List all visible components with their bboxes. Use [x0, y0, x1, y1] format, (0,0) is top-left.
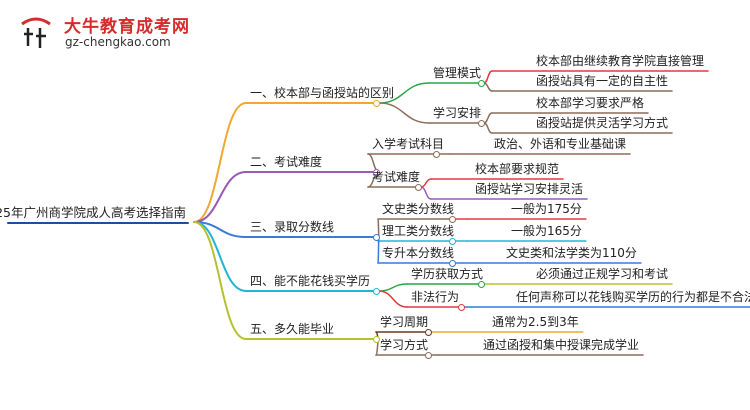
node-dot [372, 168, 380, 176]
branch-node-4: 四、能不能花钱买学历 [250, 274, 371, 288]
leaf-node: 政治、外语和专业基础课 [494, 137, 627, 151]
sub-node: 学习安排 [433, 106, 482, 120]
node-dot [424, 351, 432, 359]
leaf-node: 校本部由继续教育学院直接管理 [536, 54, 705, 68]
node-dot [477, 280, 485, 288]
connector-line [377, 236, 380, 264]
sub-node: 入学考试科目 [372, 137, 445, 151]
connector-line [193, 102, 247, 223]
node-dot [424, 328, 432, 336]
leaf-node: 必须通过正规学习和考试 [536, 267, 669, 281]
node-dot [372, 287, 380, 295]
sub-node: 学习周期 [380, 315, 429, 329]
connector-line [483, 112, 493, 124]
branch-node-1: 一、校本部与函授站的区别 [250, 86, 395, 100]
leaf-node: 任何声称可以花钱购买学历的行为都是不合法的 [516, 290, 750, 304]
connector-line [378, 283, 408, 292]
leaf-node: 函授站提供灵活学习方式 [536, 116, 669, 130]
leaf-node: 一般为165分 [511, 224, 582, 238]
node-dot [372, 335, 380, 343]
root-node: 2025年广州商学院成人高考选择指南 [0, 205, 186, 220]
node-dot [477, 119, 485, 127]
connector-line [420, 178, 432, 188]
connector-line [378, 82, 430, 104]
node-dot [448, 215, 456, 223]
node-dot [372, 233, 380, 241]
node-dot [432, 150, 440, 158]
node-dot [448, 259, 456, 267]
site-logo: 大牛教育成考网 gz-chengkao.com [8, 8, 248, 56]
node-dot [448, 237, 456, 245]
node-dot [372, 99, 380, 107]
leaf-node: 通常为2.5到3年 [492, 315, 579, 329]
branch-node-2: 二、考试难度 [250, 155, 323, 169]
leaf-node: 校本部要求规范 [475, 162, 560, 176]
leaf-node: 函授站具有一定的自主性 [536, 74, 669, 88]
sub-node: 学历获取方式 [411, 267, 484, 281]
connector-line [483, 70, 493, 84]
node-dot [477, 79, 485, 87]
connector-line [483, 82, 493, 92]
connector-line [193, 221, 247, 340]
branch-node-3: 三、录取分数线 [250, 220, 335, 234]
sub-node: 专升本分数线 [382, 246, 455, 260]
branch-node-5: 五、多久能毕业 [250, 322, 335, 336]
connector-line [193, 171, 247, 223]
leaf-node: 函授站学习安排灵活 [475, 182, 584, 196]
site-title: 大牛教育成考网 [64, 17, 190, 37]
leaf-node: 一般为175分 [511, 202, 582, 216]
sub-node: 理工类分数线 [382, 224, 455, 238]
site-url: gz-chengkao.com [65, 35, 171, 49]
sub-node: 学习方式 [380, 338, 429, 352]
connector-line [193, 221, 247, 238]
node-dot [414, 183, 422, 191]
sub-node: 考试难度 [372, 170, 421, 184]
leaf-node: 校本部学习要求严格 [536, 96, 645, 110]
sub-node: 管理模式 [433, 66, 482, 80]
sub-node: 文史类分数线 [382, 202, 455, 216]
connector-line [420, 186, 432, 200]
bull-logo-icon [21, 17, 51, 48]
leaf-node: 文史类和法学类为110分 [506, 246, 637, 260]
connector-line [378, 102, 430, 124]
node-dot [457, 303, 465, 311]
leaf-node: 通过函授和集中授课完成学业 [483, 338, 640, 352]
connector-line [483, 122, 493, 134]
connector-line [378, 290, 408, 308]
sub-node: 非法行为 [411, 290, 460, 304]
